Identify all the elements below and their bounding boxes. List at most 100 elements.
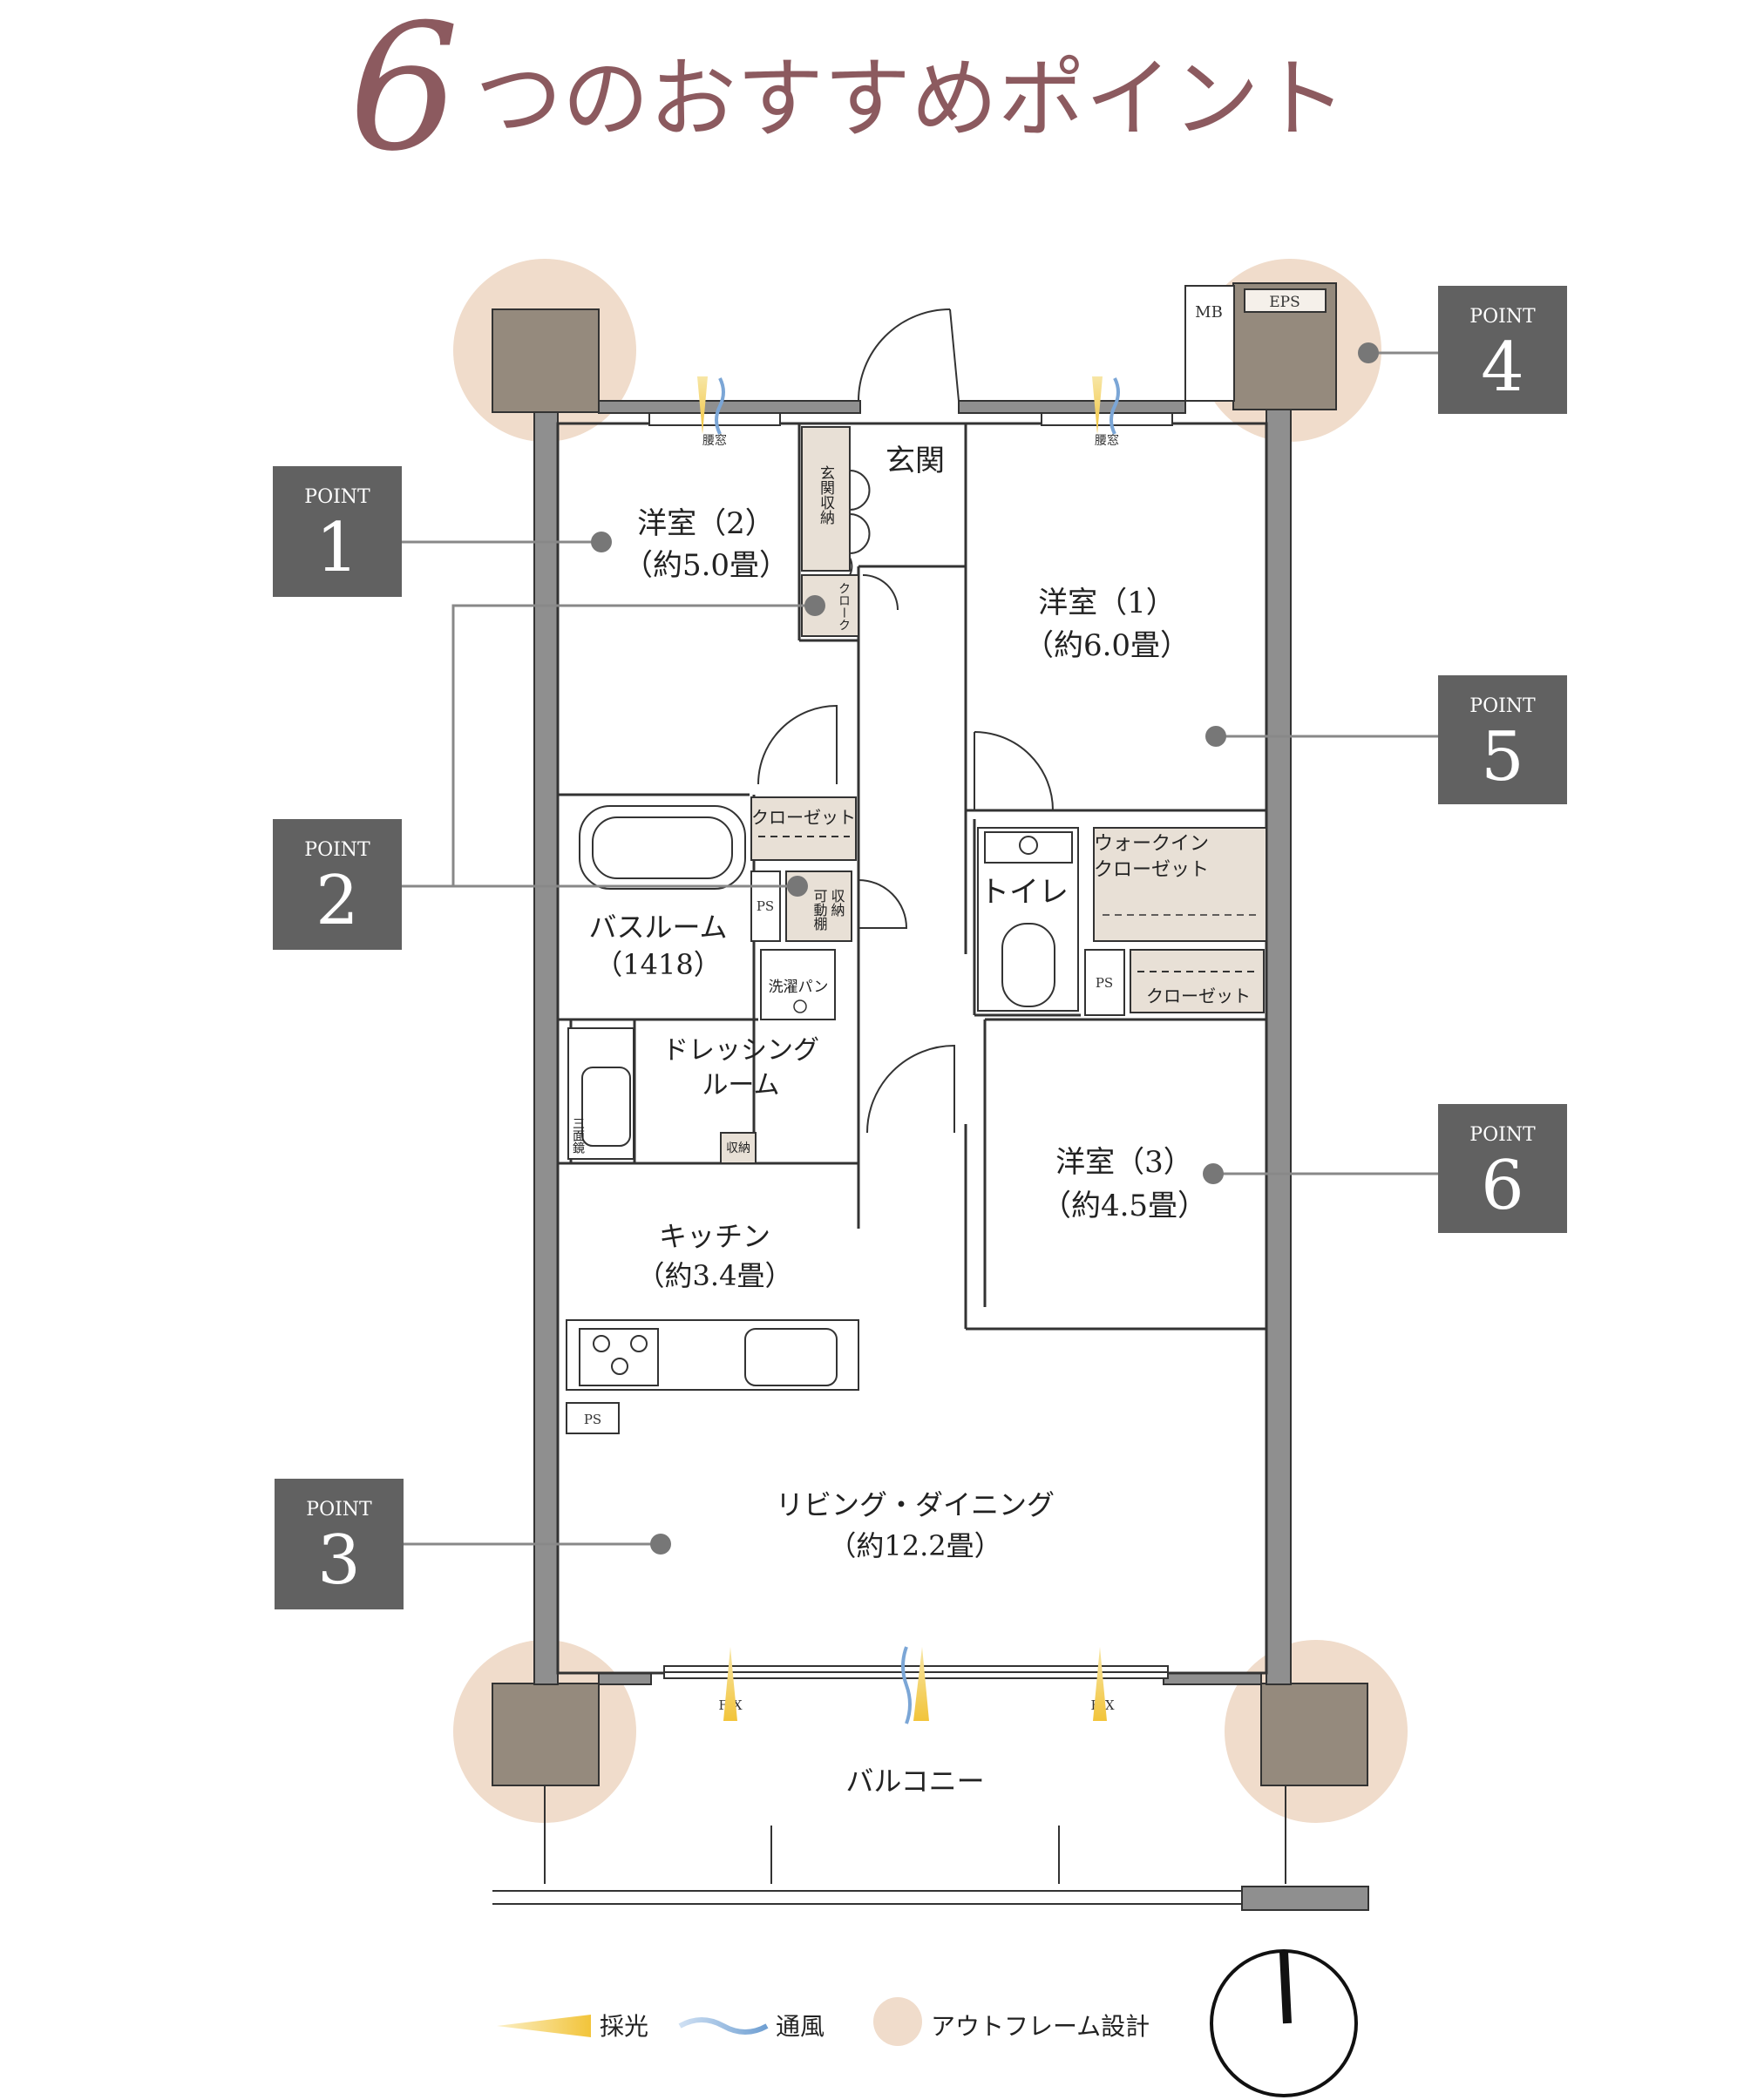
window-western2 [648,412,781,426]
sun-icon [913,1647,929,1721]
point-6-marker [1203,1163,1224,1184]
kitchen-size: （約3.4畳） [637,1259,793,1292]
point-5-marker [1205,726,1226,747]
point-3-marker [650,1534,671,1555]
sun-icon [723,1647,737,1721]
western3-size: （約4.5畳） [1042,1189,1207,1223]
cloak-label: クローク [837,582,851,631]
wind-icon [1110,377,1120,435]
point-5-label: POINT [1469,695,1536,717]
sink [744,1328,838,1386]
living-size: （約12.2畳） [828,1529,1001,1562]
balcony-railing [492,1785,1369,1911]
movable-shelf-label: 可動棚 [811,889,828,931]
pillar-br [1260,1683,1368,1786]
western1-size: （約6.0畳） [1024,628,1190,663]
kitchen-counter [566,1319,859,1434]
point-5-number: 5 [1481,718,1524,796]
eps-label: EPS [1269,294,1300,311]
closet-a [750,796,857,861]
legend-wind-label: 通風 [776,2012,824,2041]
walkin-line1: ウォークイン [1094,833,1209,855]
point-3-number: 3 [317,1521,361,1600]
wall-right [1266,409,1292,1685]
storage-b-label: 収納 [726,1141,750,1155]
entrance-label: 玄関 [886,444,945,478]
wall-top-left [598,400,861,414]
point-1-label: POINT [304,486,370,508]
title-text: つのおすすめポイント [475,48,1347,150]
point-3-label: POINT [306,1499,372,1521]
door-western2 [757,704,838,785]
toilet-label: トイレ [980,875,1069,910]
ps-label-bath: PS [757,898,774,914]
legend: 採光 通風 アウトフレーム設計 [497,1997,1150,2046]
walkin-closet [1093,827,1267,942]
point-1-marker [591,532,612,552]
dressing-line2: ルーム [702,1070,779,1101]
pillar-tl [492,308,600,413]
door-dressing [866,1044,955,1134]
bath-name: バスルーム [588,911,727,944]
legend-outframe-label: アウトフレーム設計 [931,2012,1150,2041]
point-2-label: POINT [304,839,370,861]
page-title: 6 つのおすすめポイント [349,0,1347,190]
point-6-number: 6 [1481,1147,1524,1225]
ps-kitchen [566,1402,620,1434]
point-6-label: POINT [1469,1124,1536,1146]
point-2-number: 2 [316,862,359,940]
sun-icon [1092,376,1103,434]
mb-box [1184,285,1235,402]
closet-a-label: クローゼット [751,807,856,828]
door-western1 [974,731,1054,811]
entrance-storage-label: 玄関収納 [817,465,835,525]
point-box-3 [275,1479,404,1609]
toilet-bowl [1001,923,1055,1007]
point-4-label: POINT [1469,306,1536,328]
entrance-door [858,308,960,402]
ps-label-kitchen: PS [584,1412,601,1427]
mb-label: MB [1195,303,1223,322]
wall-left [533,411,559,1685]
entrance-storage [801,426,851,572]
outer-walls [533,400,1292,1685]
compass-icon [1210,1949,1358,2097]
western2-size: （約5.0畳） [623,548,789,583]
western2-name: 洋室（2） [637,506,775,541]
point-2-marker-b [787,876,808,897]
dressing-line1: ドレッシング [662,1035,819,1066]
wall-bottom-left [598,1672,652,1685]
ps-toilet [1084,949,1125,1016]
western1-name: 洋室（1） [1038,586,1176,620]
wind-icon [901,1646,912,1724]
eps-box [1244,288,1327,313]
laundry-label: 洗濯パン [769,979,829,996]
walkin-line2: クローゼット [1094,859,1209,881]
balcony-label: バルコニー [845,1765,984,1798]
sun-icon [1093,1647,1107,1721]
mb-eps: MB EPS [1184,285,1327,402]
waist-window-label-2: 腰窓 [1095,433,1119,448]
wall-bottom-right [1163,1672,1262,1685]
legend-sun-label: 採光 [600,2012,648,2041]
sun-wind-markers [697,376,1120,1724]
legend-sun-icon [497,2015,591,2037]
sun-icon [697,376,708,434]
closet-b [1130,949,1265,1013]
living-name: リビング・ダイニング [776,1488,1055,1521]
point-box-1 [273,466,402,597]
point-1-number: 1 [316,509,359,587]
mirror-label: 三面鏡 [571,1117,585,1154]
point-box-6 [1438,1104,1567,1233]
waist-window-label-1: 腰窓 [702,433,727,448]
title-number: 6 [349,0,459,190]
closet-b-label: クローゼット [1146,986,1251,1006]
legend-outframe-icon [873,1997,922,2046]
point-box-4 [1438,286,1567,414]
wall-top-right [958,400,1186,414]
storage-b [720,1132,757,1164]
window-western1 [1041,412,1173,426]
ps-label-toilet: PS [1096,975,1113,991]
windows [648,412,1173,1679]
point-2-marker-a [804,595,825,616]
